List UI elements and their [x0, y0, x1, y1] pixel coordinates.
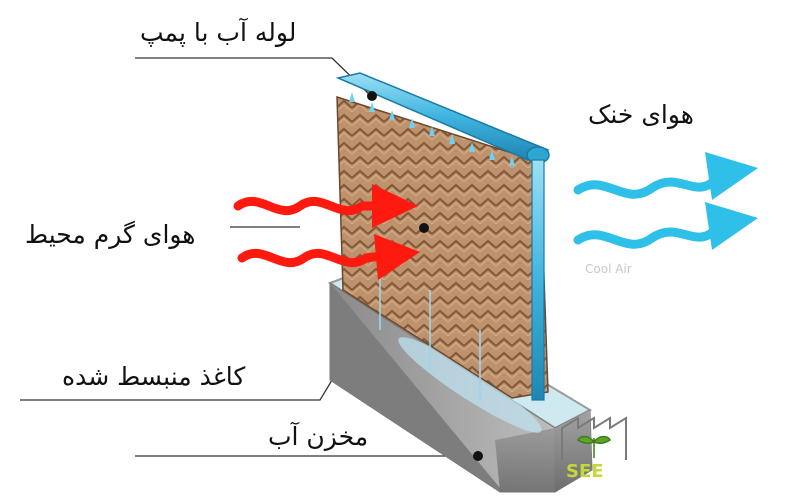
- label-water-tank: مخزن آب: [268, 422, 369, 451]
- cool-arrow-1-head: [705, 152, 758, 200]
- label-cool-air: هوای خنک: [588, 100, 694, 129]
- label-cellulose-pad: کاغذ منبسط شده: [62, 362, 246, 391]
- cool-air-arrows: [573, 152, 758, 250]
- logo-text: SEE: [566, 461, 604, 482]
- cool-arrow-2-head: [705, 202, 758, 250]
- hot-air-arrows: [233, 184, 420, 280]
- pointer-dots: [419, 223, 483, 461]
- see-logo: [561, 416, 627, 460]
- faint-cool-air-text: Cool Air: [585, 262, 632, 276]
- hot-arrow-2: [237, 248, 387, 268]
- cool-arrow-2: [573, 225, 720, 249]
- cool-arrow-1: [573, 175, 720, 199]
- leader-pipe: [135, 57, 373, 98]
- label-warm-ambient-air: هوای گرم محیط: [25, 220, 196, 249]
- hot-arrow-2-head: [374, 234, 420, 280]
- hot-arrow-1: [233, 196, 385, 216]
- hot-arrow-1-head: [372, 184, 418, 228]
- label-water-pipe-pump: لوله آب با پمپ: [140, 18, 297, 47]
- sprout-icon: [577, 435, 611, 459]
- water-pipe: [335, 72, 550, 401]
- water-drops: [349, 92, 515, 166]
